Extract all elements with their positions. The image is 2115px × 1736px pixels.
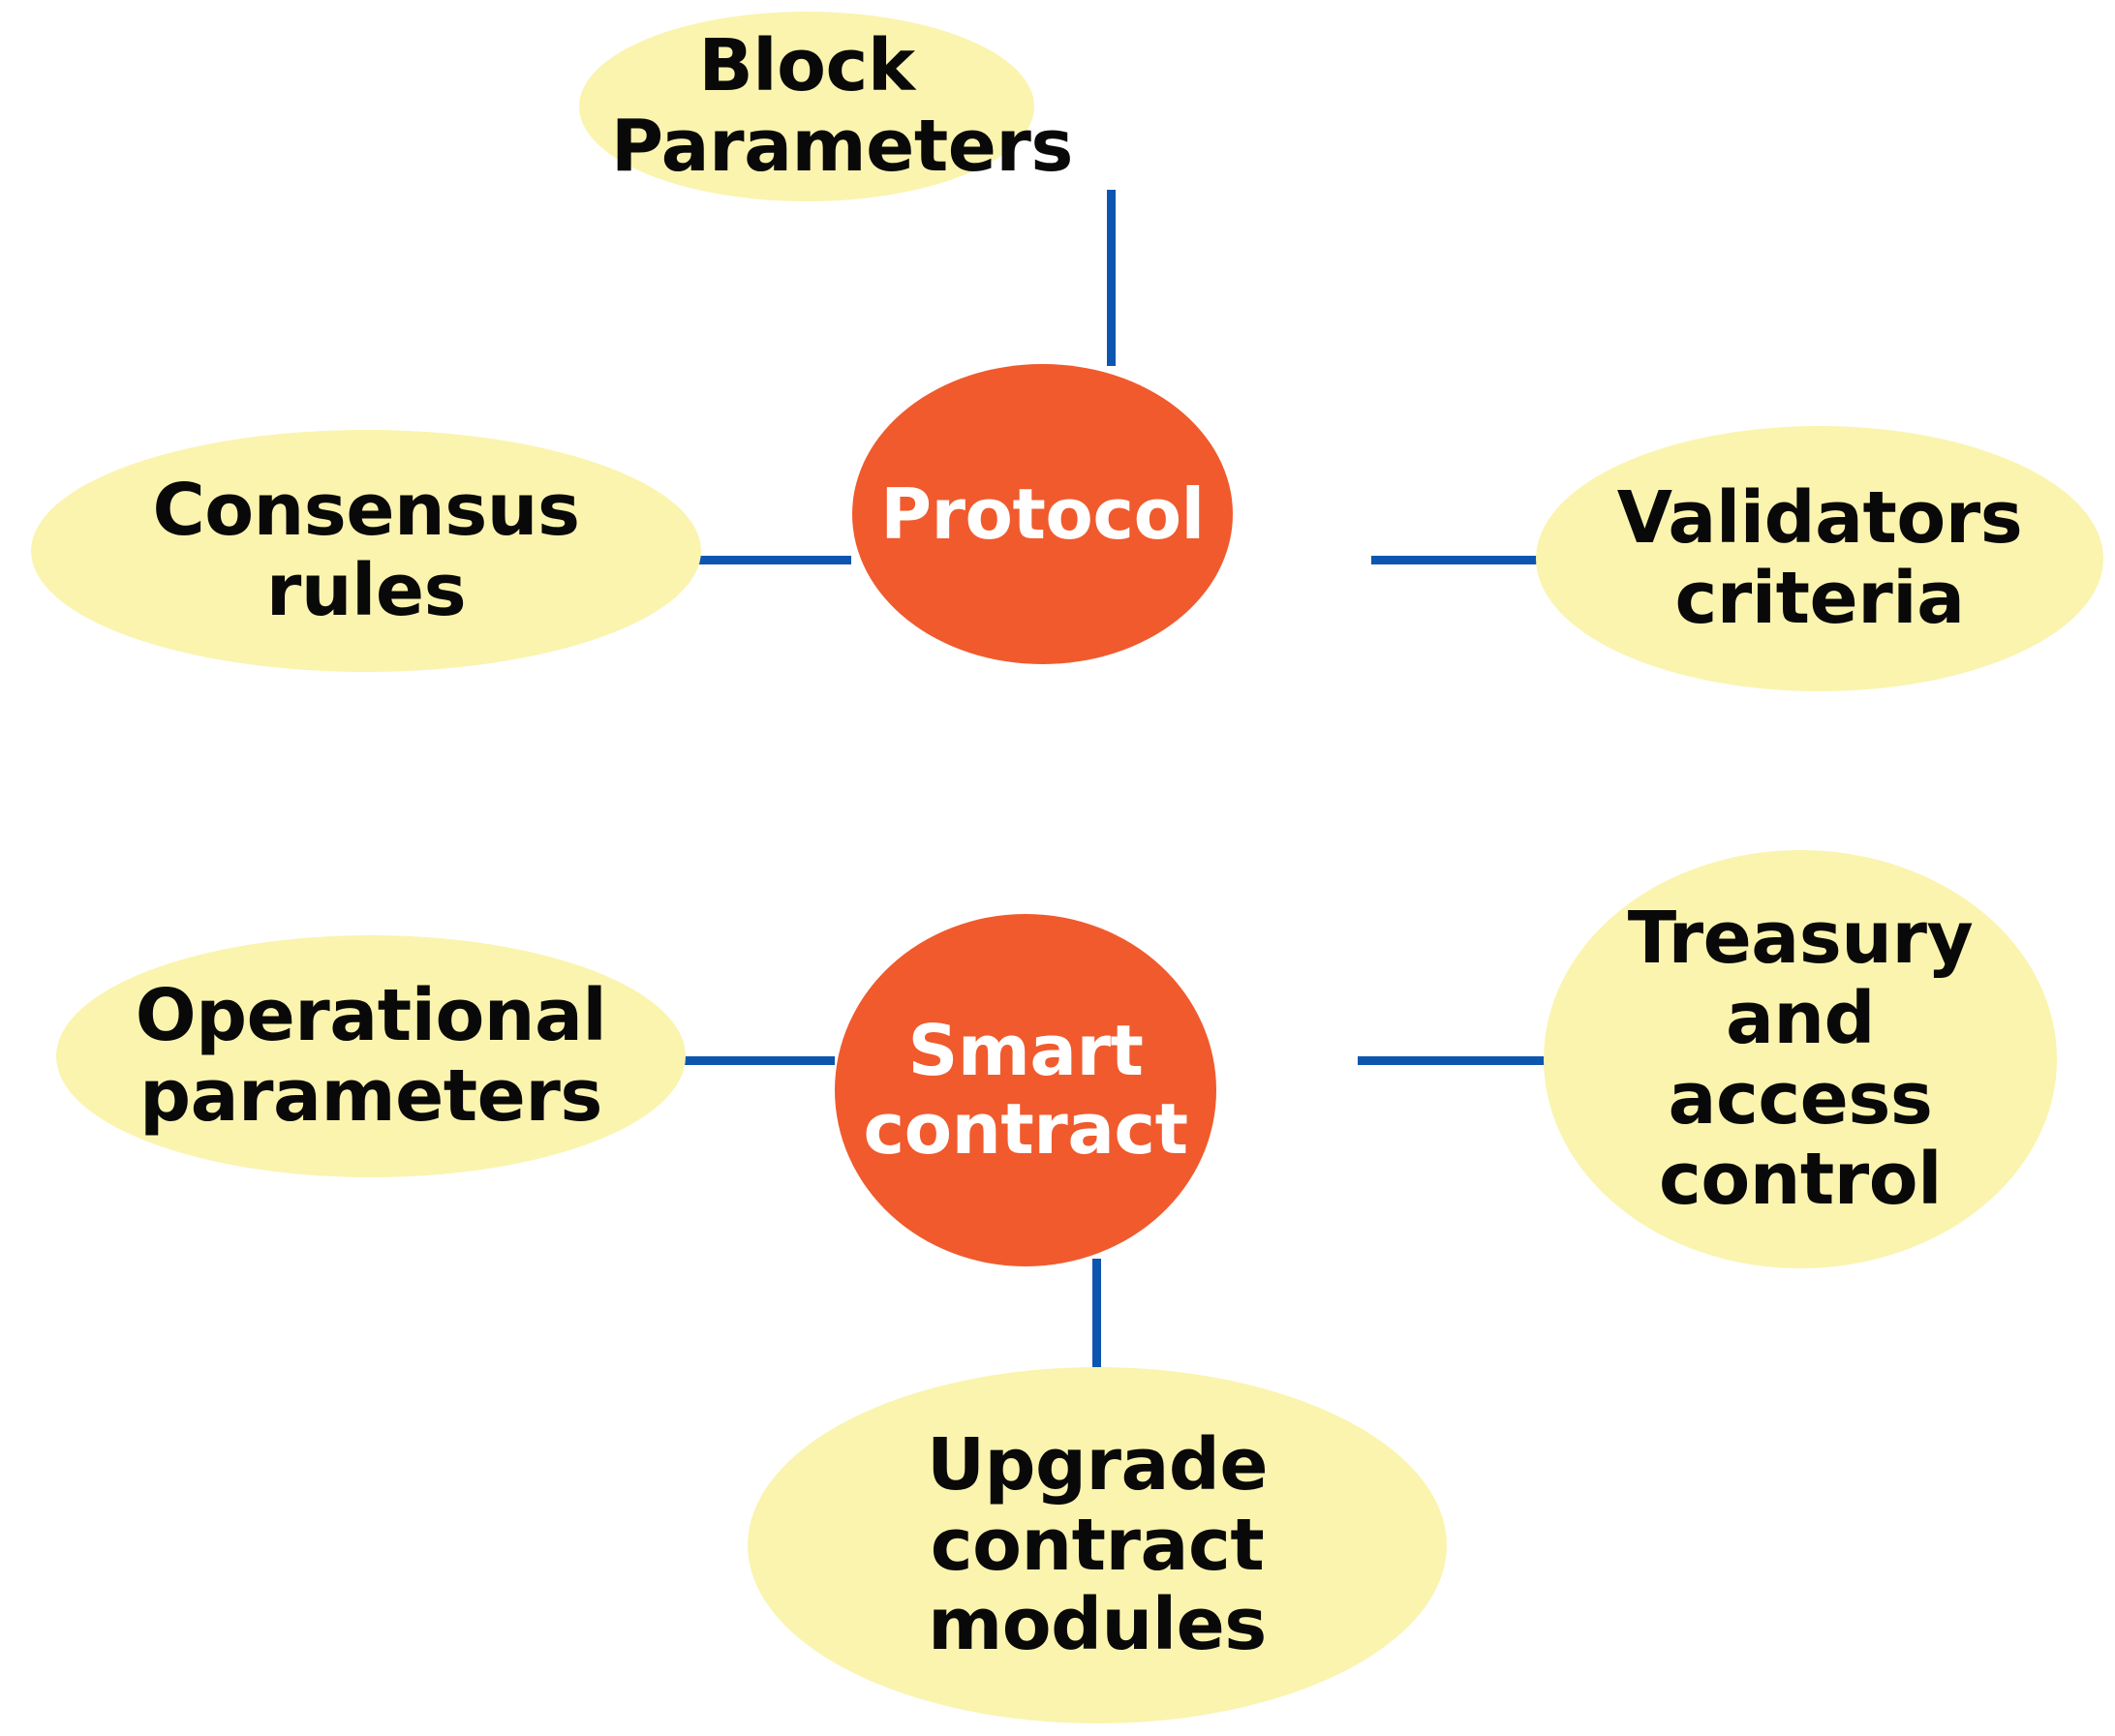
connector-protocol-to-consensus-rules	[690, 556, 851, 564]
connector-protocol-to-validators-criteria	[1371, 556, 1548, 564]
connector-smart-contract-to-operational-parameters	[678, 1056, 835, 1065]
node-validators-criteria[interactable]: Validators criteria	[1536, 426, 2103, 691]
node-validators-criteria-label: Validators criteria	[1616, 476, 2023, 640]
node-operational-parameters[interactable]: Operational parameters	[56, 935, 686, 1177]
node-protocol-hub[interactable]: Protocol	[852, 364, 1233, 664]
connector-smart-contract-to-upgrade-contract-modules	[1092, 1259, 1101, 1367]
node-upgrade-contract-modules-label: Upgrade contract modules	[926, 1422, 1269, 1667]
node-block-parameters[interactable]: Block Parameters	[579, 12, 1074, 201]
connector-smart-contract-to-treasury-and-access-control	[1358, 1056, 1548, 1065]
node-consensus-rules-label: Consensus rules	[152, 469, 580, 632]
node-treasury-and-access-control[interactable]: Treasury and access control	[1544, 850, 2057, 1268]
node-treasury-and-access-control-label: Treasury and access control	[1627, 897, 1974, 1221]
node-smart-contract-hub[interactable]: Smart contract	[835, 914, 1216, 1266]
node-smart-contract-hub-label: Smart contract	[863, 1010, 1188, 1170]
node-operational-parameters-label: Operational parameters	[135, 974, 607, 1138]
node-block-parameters-label: Block Parameters	[610, 24, 1074, 188]
node-protocol-hub-label: Protocol	[880, 472, 1205, 555]
node-consensus-rules[interactable]: Consensus rules	[31, 430, 701, 672]
connector-protocol-to-block-parameters	[1107, 190, 1116, 366]
node-upgrade-contract-modules[interactable]: Upgrade contract modules	[748, 1367, 1447, 1723]
